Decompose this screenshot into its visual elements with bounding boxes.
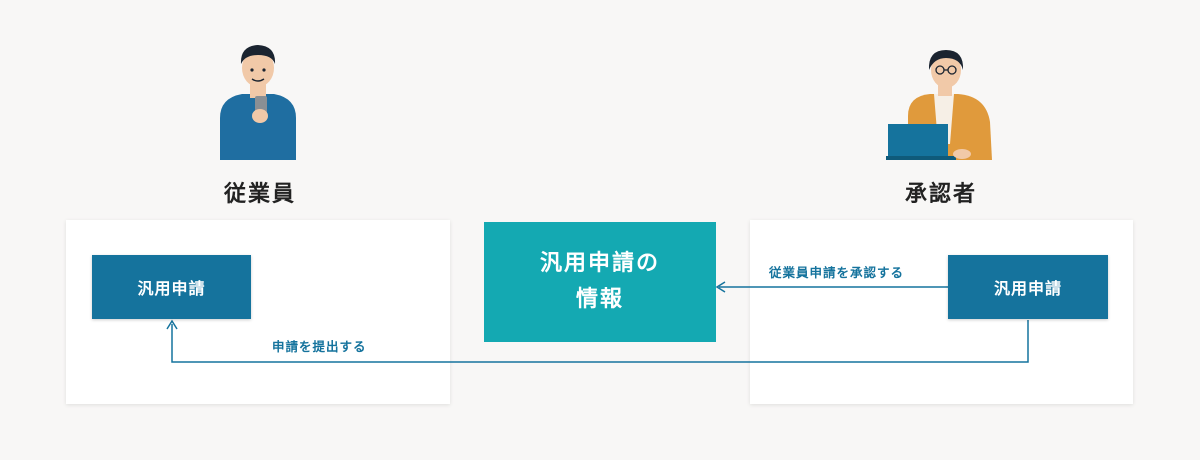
info-box-line1: 汎用申請の — [539, 251, 660, 276]
approver-request-button[interactable]: 汎用申請 — [948, 255, 1108, 319]
info-box-line2: 情報 — [575, 287, 624, 312]
submit-arrow — [171, 320, 1029, 363]
submit-edge-label: 申請を提出する — [272, 339, 367, 354]
approver-avatar-icon — [886, 50, 992, 160]
employee-role-label: 従業員 — [223, 182, 296, 207]
approver-role-label: 承認者 — [904, 182, 977, 207]
submit-arrowhead — [166, 319, 178, 330]
employee-avatar-icon — [220, 45, 296, 160]
employee-request-button[interactable]: 汎用申請 — [92, 255, 251, 319]
approve-edge-label: 従業員申請を承認する — [769, 265, 905, 280]
request-info-box: 汎用申請の 情報 — [484, 222, 716, 342]
approve-arrowhead — [715, 281, 726, 293]
